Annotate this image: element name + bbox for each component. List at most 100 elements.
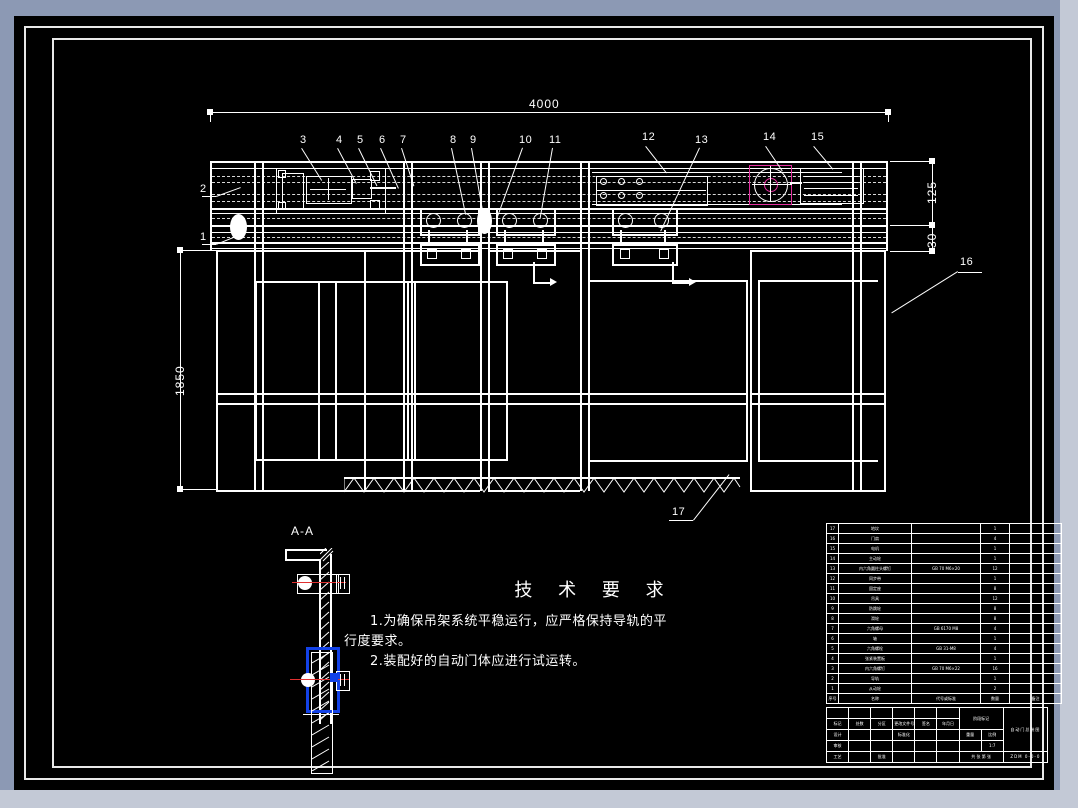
part-code bbox=[911, 673, 981, 684]
std-label: 标准化 bbox=[892, 729, 916, 741]
table-row[interactable]: 15 电机 1 bbox=[826, 543, 1062, 554]
table-row[interactable]: 16 门扇 4 bbox=[826, 533, 1062, 544]
part-index: 13 bbox=[826, 563, 839, 574]
section-marker2-h bbox=[672, 282, 690, 284]
revision-table: 阶段标记 自动门总装图 标记 处数 分区 更改文件号 签名 年月日 设计 bbox=[825, 707, 1049, 763]
leaf5-top bbox=[750, 250, 886, 252]
mullion-1 bbox=[403, 161, 405, 491]
roller-a1 bbox=[426, 213, 441, 228]
rev-count: 处数 bbox=[848, 718, 872, 730]
table-row[interactable]: 5 六角螺栓 GB 31-M8 4 bbox=[826, 643, 1062, 654]
belt-top bbox=[592, 172, 842, 173]
part-note bbox=[1009, 613, 1062, 624]
driven-pulley-body bbox=[306, 176, 352, 204]
header-dash-4 bbox=[212, 201, 886, 202]
table-row[interactable]: 1 从动轮 2 bbox=[826, 683, 1062, 694]
drive-pulley-selection-box[interactable] bbox=[749, 165, 792, 205]
table-row[interactable]: 13 内六角圆柱头螺钉 GB 70 M6×20 12 bbox=[826, 563, 1062, 574]
part-qty: 4 bbox=[980, 533, 1010, 544]
part-name: 滑轮 bbox=[838, 613, 912, 624]
part-code bbox=[911, 523, 981, 534]
leaf4-rail-a bbox=[588, 393, 748, 395]
leader-1-base bbox=[202, 244, 216, 245]
part-name: 六角螺栓 bbox=[838, 643, 912, 654]
dim-line-vertical-right bbox=[932, 161, 933, 251]
part-note bbox=[1009, 573, 1062, 584]
leaf1-glass-right bbox=[335, 281, 337, 461]
leaf3-glass-right bbox=[506, 281, 508, 461]
part-qty: 4 bbox=[980, 623, 1010, 634]
part-name: 内六角螺钉 bbox=[838, 663, 912, 674]
part-name: 内六角圆柱头螺钉 bbox=[838, 563, 912, 574]
leaf5-glass-left bbox=[758, 280, 760, 462]
table-row[interactable]: 3 内六角螺钉 GB 70 M6×22 16 bbox=[826, 663, 1062, 674]
table-row[interactable]: 8 滑轮 8 bbox=[826, 613, 1062, 624]
title-block[interactable]: 17 地坎 1 16 门扇 4 15 电 bbox=[825, 523, 1062, 769]
sec-blue-bottom bbox=[306, 710, 340, 713]
dim-tick-right bbox=[885, 109, 891, 115]
motor-fin-1 bbox=[804, 176, 858, 177]
sec-lower-centerline bbox=[290, 679, 350, 680]
table-row[interactable]: 4 张紧装置板 1 bbox=[826, 653, 1062, 664]
part-index: 7 bbox=[826, 623, 839, 634]
section-marker-h bbox=[533, 282, 551, 284]
drawing-frame-outer bbox=[24, 26, 1044, 780]
drawing-sheet[interactable]: 4000 bbox=[14, 16, 1062, 790]
hanger-a-bolt-2 bbox=[461, 249, 471, 259]
balloon-1: 1 bbox=[200, 231, 207, 243]
table-row[interactable]: 2 导轨 1 bbox=[826, 673, 1062, 684]
section-arrow2-head bbox=[689, 278, 696, 286]
dim-ext-1850-bottom bbox=[180, 489, 216, 490]
leaf1-glass-bottom bbox=[255, 459, 337, 461]
table-row[interactable]: 12 同步带 1 bbox=[826, 573, 1062, 584]
part-index: 4 bbox=[826, 653, 839, 664]
approve-v2 bbox=[914, 751, 938, 763]
leaf1-left bbox=[216, 250, 218, 492]
jamb-right-inner bbox=[860, 161, 862, 491]
sec-upper-centerline bbox=[292, 582, 346, 583]
balloon-5: 5 bbox=[357, 134, 364, 146]
balloon-16: 16 bbox=[960, 256, 974, 268]
table-row[interactable]: 17 地坎 1 bbox=[826, 523, 1062, 534]
rev-date: 年月日 bbox=[936, 718, 960, 730]
motor-fin-2 bbox=[804, 182, 858, 183]
sill-top-line bbox=[344, 477, 740, 479]
balloon-13: 13 bbox=[695, 134, 709, 146]
dim-tick-1850-bot bbox=[177, 486, 183, 492]
part-qty: 1 bbox=[980, 543, 1010, 554]
rev-blank-5 bbox=[914, 707, 938, 719]
part-code bbox=[911, 573, 981, 584]
leaf3-rail-b bbox=[480, 403, 588, 405]
sec-upper-roller bbox=[298, 576, 312, 590]
part-qty: 12 bbox=[980, 593, 1010, 604]
header-bottom-edge bbox=[210, 248, 888, 249]
part-qty: 4 bbox=[980, 643, 1010, 654]
part-code bbox=[911, 603, 981, 614]
leaf4-rail-b bbox=[588, 403, 748, 405]
part-index: 17 bbox=[826, 523, 839, 534]
motor-fin-3 bbox=[804, 188, 858, 189]
leaf3-top bbox=[488, 250, 580, 252]
leaf5-glass-top bbox=[758, 280, 878, 282]
weight-label: 重量 bbox=[958, 729, 982, 741]
balloon-4: 4 bbox=[336, 134, 343, 146]
section-view-label: A-A bbox=[291, 524, 315, 538]
table-row[interactable]: 7 六角螺母 GB 6170 M8 4 bbox=[826, 623, 1062, 634]
part-index: 12 bbox=[826, 573, 839, 584]
table-row[interactable]: 6 轴 1 bbox=[826, 633, 1062, 644]
header-left-cap bbox=[210, 161, 212, 251]
mullion-3b bbox=[588, 161, 590, 491]
table-row[interactable]: 11 固定座 8 bbox=[826, 583, 1062, 594]
sec-lower-nut-line2 bbox=[344, 674, 345, 686]
drawing-number: ZDM 0-0-0 bbox=[1002, 751, 1049, 763]
sec-lower-bar bbox=[311, 652, 333, 774]
table-row[interactable]: 14 主动轮 1 bbox=[826, 553, 1062, 564]
table-row[interactable]: 10 吊具 12 bbox=[826, 593, 1062, 604]
leaf1-glass-top bbox=[255, 281, 337, 283]
hanger-b-bolt-1 bbox=[503, 249, 513, 259]
table-row[interactable]: 9 防跳轮 8 bbox=[826, 603, 1062, 614]
hanger-a-bolt-1 bbox=[427, 249, 437, 259]
part-name: 固定座 bbox=[838, 583, 912, 594]
title-block-lower[interactable]: 阶段标记 自动门总装图 标记 处数 分区 更改文件号 签名 年月日 设计 bbox=[825, 707, 1049, 769]
